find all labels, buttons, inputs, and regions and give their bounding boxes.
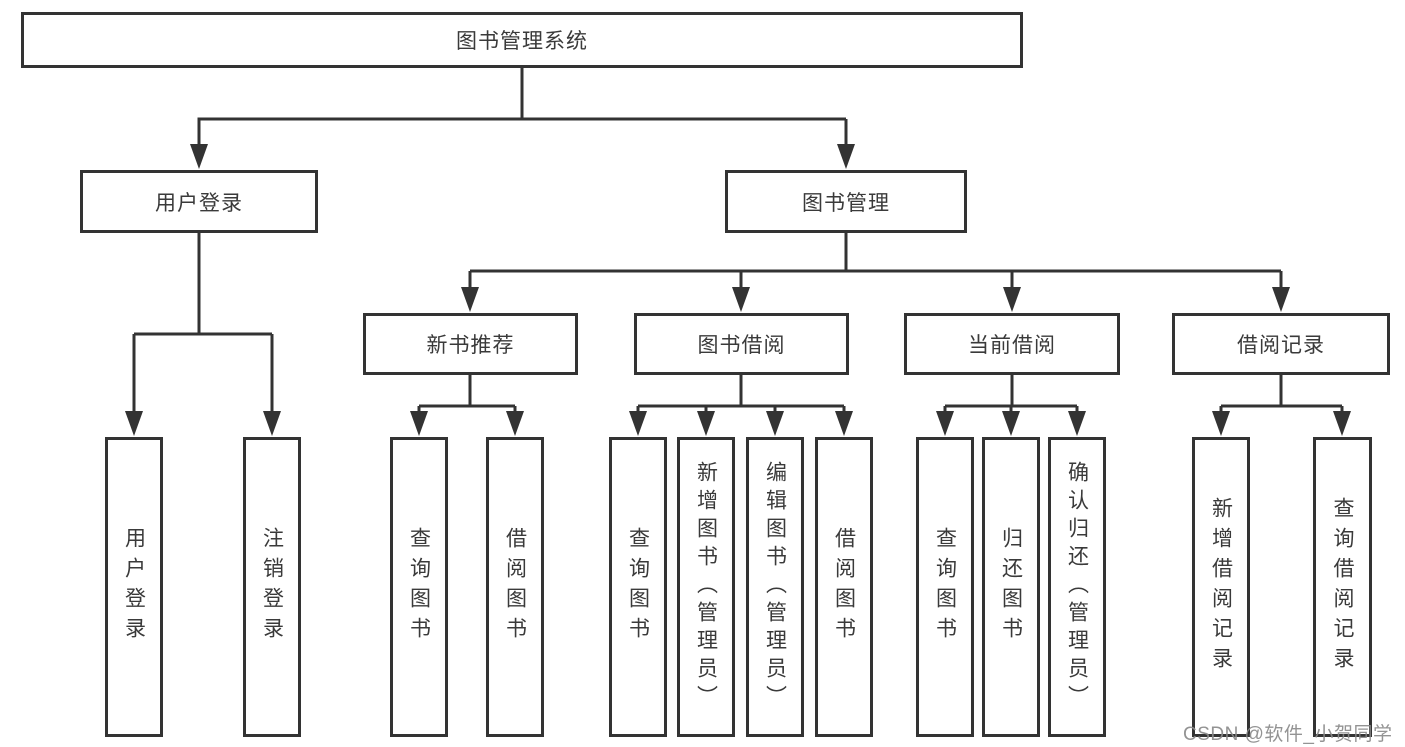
node-user-login: 用户登录 [80, 170, 318, 233]
connector-paths [132, 68, 1344, 413]
leaf-edit-books-admin-label: 编辑图书（管理员） [763, 461, 787, 713]
node-current-borrow-label: 当前借阅 [968, 334, 1056, 357]
leaf-add-books-admin-label: 新增图书（管理员） [694, 461, 718, 713]
node-user-login-label: 用户登录 [155, 191, 243, 215]
leaf-confirm-return-admin: 确认归还（管理员） [1048, 437, 1106, 737]
node-borrow-records-label: 借阅记录 [1237, 334, 1325, 357]
leaf-query-borrow-record-label: 查询借阅记录 [1331, 497, 1354, 677]
node-book-borrow-label: 图书借阅 [697, 334, 786, 357]
root-node-library-system: 图书管理系统 [21, 12, 1023, 68]
leaf-return-books: 归还图书 [982, 437, 1040, 737]
root-node-label: 图书管理系统 [456, 30, 588, 53]
arrowhead-icons [125, 144, 1351, 436]
leaf-logout-login: 注销登录 [243, 437, 301, 737]
leaf-query-books-current-label: 查询图书 [933, 527, 957, 647]
leaf-user-login-label: 用户登录 [122, 527, 146, 647]
leaf-return-books-label: 归还图书 [999, 527, 1023, 647]
leaf-confirm-return-admin-label: 确认归还（管理员） [1065, 461, 1089, 713]
node-new-book-recommend: 新书推荐 [363, 313, 578, 375]
leaf-query-books-recommend-label: 查询图书 [407, 527, 431, 647]
leaf-query-books-recommend: 查询图书 [390, 437, 448, 737]
node-book-management-label: 图书管理 [802, 191, 890, 215]
leaf-borrow-books-borrow: 借阅图书 [815, 437, 873, 737]
leaf-borrow-books-recommend-label: 借阅图书 [503, 527, 527, 647]
leaf-query-books-borrow-label: 查询图书 [626, 527, 650, 647]
leaf-query-books-current: 查询图书 [916, 437, 974, 737]
leaf-add-books-admin: 新增图书（管理员） [677, 437, 735, 737]
node-book-management: 图书管理 [725, 170, 967, 233]
leaf-edit-books-admin: 编辑图书（管理员） [746, 437, 804, 737]
leaf-add-borrow-record-label: 新增借阅记录 [1209, 497, 1233, 677]
csdn-watermark: CSDN @软件_小贺同学 [1183, 724, 1393, 745]
leaf-add-borrow-record: 新增借阅记录 [1192, 437, 1250, 737]
leaf-query-borrow-record: 查询借阅记录 [1313, 437, 1372, 737]
leaf-borrow-books-recommend: 借阅图书 [486, 437, 544, 737]
leaf-borrow-books-borrow-label: 借阅图书 [832, 527, 856, 647]
leaf-user-login: 用户登录 [105, 437, 163, 737]
node-current-borrow: 当前借阅 [904, 313, 1120, 375]
leaf-logout-login-label: 注销登录 [260, 527, 284, 647]
node-new-book-recommend-label: 新书推荐 [426, 334, 515, 357]
leaf-query-books-borrow: 查询图书 [609, 437, 667, 737]
node-borrow-records: 借阅记录 [1172, 313, 1390, 375]
node-book-borrow: 图书借阅 [634, 313, 849, 375]
